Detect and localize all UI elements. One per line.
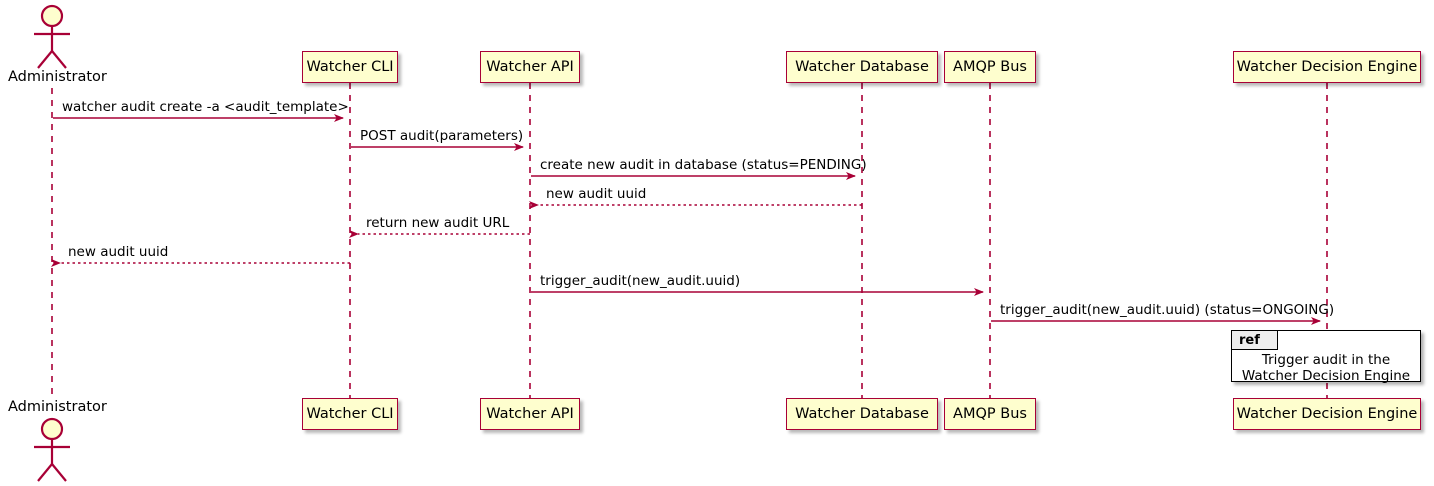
actor-label-administrator-bottom: Administrator — [8, 399, 107, 415]
message-label-6: new audit uuid — [68, 244, 169, 260]
participant-watcher-decision-engine-top[interactable]: Watcher Decision Engine — [1233, 51, 1421, 83]
actor-label-administrator-top: Administrator — [8, 69, 107, 85]
participant-watcher-api-bottom[interactable]: Watcher API — [480, 398, 580, 430]
participant-watcher-cli-top[interactable]: Watcher CLI — [302, 51, 398, 83]
participant-label: Watcher CLI — [306, 58, 394, 75]
actor-administrator-top — [34, 4, 70, 69]
participant-watcher-database-top[interactable]: Watcher Database — [786, 51, 938, 83]
message-label-2: POST audit(parameters) — [360, 128, 524, 144]
participant-label: Watcher Decision Engine — [1236, 405, 1418, 422]
participant-label: Watcher API — [486, 58, 574, 75]
participant-amqp-bus-bottom[interactable]: AMQP Bus — [944, 398, 1036, 430]
lifelines — [51, 83, 1328, 398]
participant-label: Watcher Database — [795, 405, 929, 422]
participant-label: Watcher CLI — [306, 405, 394, 422]
participant-label: Watcher API — [486, 405, 574, 422]
actor-administrator-bottom — [34, 417, 70, 482]
participant-amqp-bus-top[interactable]: AMQP Bus — [944, 51, 1036, 83]
participant-watcher-database-bottom[interactable]: Watcher Database — [786, 398, 938, 430]
ref-fragment[interactable]: ref Trigger audit in the Watcher Decisio… — [1231, 330, 1421, 384]
participant-label: Watcher Database — [795, 58, 929, 75]
message-label-7: trigger_audit(new_audit.uuid) — [540, 273, 741, 289]
ref-fragment-line-1: Trigger audit in the — [1261, 352, 1391, 368]
ref-fragment-text: Trigger audit in the Watcher Decision En… — [1232, 352, 1420, 384]
message-label-4: new audit uuid — [546, 186, 647, 202]
message-label-3: create new audit in database (status=PEN… — [540, 157, 867, 173]
message-label-5: return new audit URL — [366, 215, 510, 231]
message-label-1: watcher audit create -a <audit_template> — [62, 99, 349, 115]
ref-fragment-keyword: ref — [1232, 331, 1278, 350]
participant-label: Watcher Decision Engine — [1236, 58, 1418, 75]
message-label-8: trigger_audit(new_audit.uuid) (status=ON… — [1000, 302, 1335, 318]
participant-label: AMQP Bus — [953, 58, 1027, 75]
message-arrows — [51, 114, 1321, 325]
participant-watcher-decision-engine-bottom[interactable]: Watcher Decision Engine — [1233, 398, 1421, 430]
ref-fragment-line-2: Watcher Decision Engine — [1241, 368, 1411, 384]
participant-watcher-api-top[interactable]: Watcher API — [480, 51, 580, 83]
participant-watcher-cli-bottom[interactable]: Watcher CLI — [302, 398, 398, 430]
participant-label: AMQP Bus — [953, 405, 1027, 422]
